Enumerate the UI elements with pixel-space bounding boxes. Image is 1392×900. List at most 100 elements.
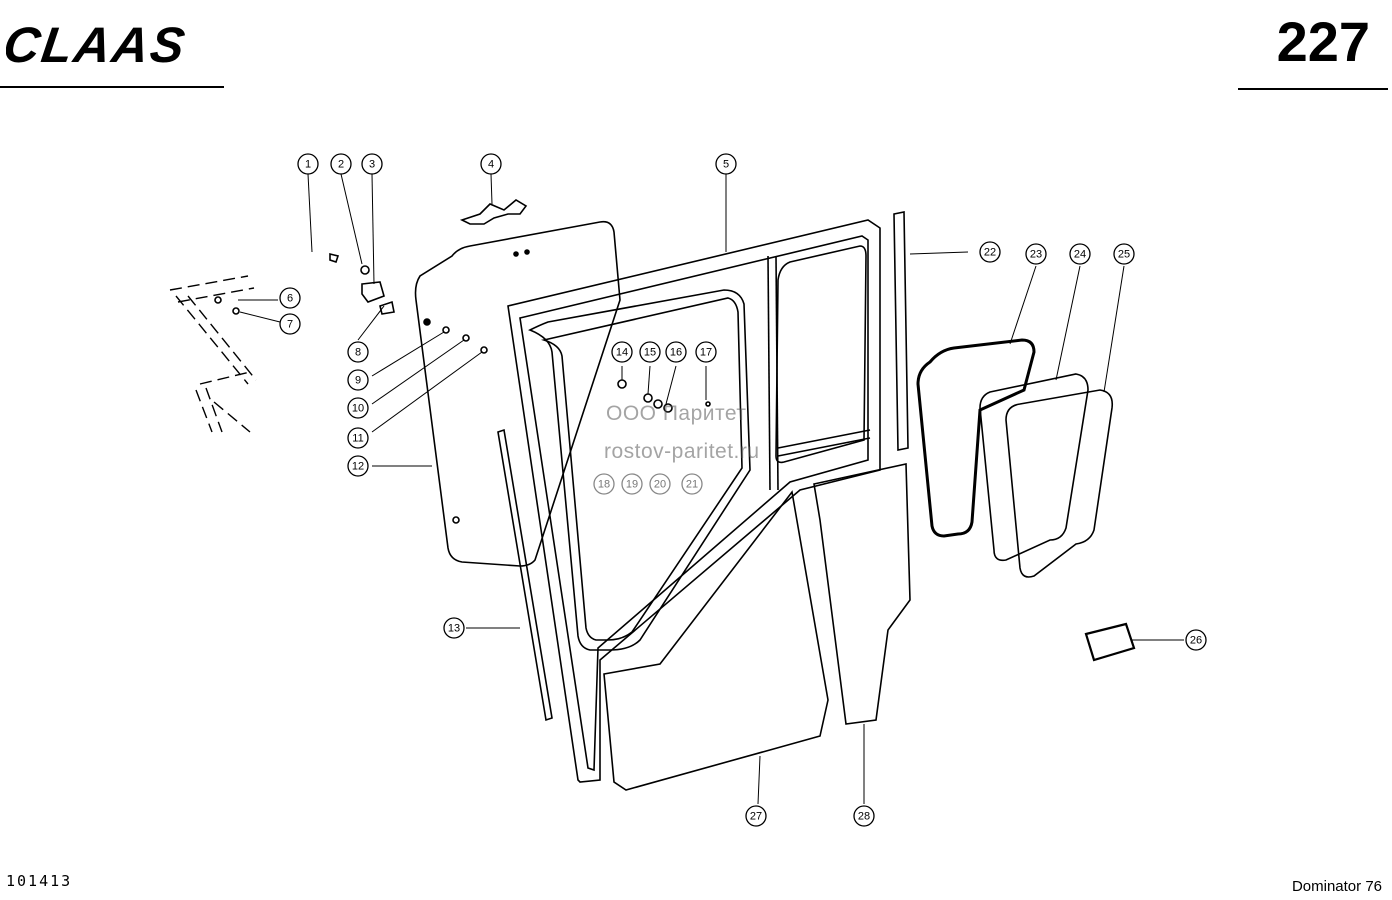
callout-6: 6 bbox=[279, 287, 301, 309]
callout-circle-5 bbox=[715, 153, 737, 175]
callout-circle-19 bbox=[621, 473, 643, 495]
callout-14: 14 bbox=[611, 341, 633, 363]
callout-label-7: 7 bbox=[287, 319, 293, 331]
callout-circle-27 bbox=[745, 805, 767, 827]
callout-16: 16 bbox=[665, 341, 687, 363]
callout-7: 7 bbox=[279, 313, 301, 335]
callout-8: 8 bbox=[347, 341, 369, 363]
callout-21: 21 bbox=[681, 473, 703, 495]
callout-label-16: 16 bbox=[670, 347, 682, 359]
document-number: 101413 bbox=[6, 872, 73, 890]
callout-11: 11 bbox=[347, 427, 369, 449]
callout-15: 15 bbox=[639, 341, 661, 363]
callout-label-2: 2 bbox=[338, 159, 344, 171]
part-27-foam bbox=[603, 490, 829, 791]
callout-26: 26 bbox=[1185, 629, 1207, 651]
watermark-line-1: ООО Паритет bbox=[606, 402, 747, 425]
callout-19: 19 bbox=[621, 473, 643, 495]
callout-22: 22 bbox=[979, 241, 1001, 263]
callout-12: 12 bbox=[347, 455, 369, 477]
callout-label-18: 18 bbox=[598, 479, 610, 491]
page-number: 227 bbox=[1276, 10, 1370, 73]
callout-20: 20 bbox=[649, 473, 671, 495]
header-rule-left bbox=[0, 86, 224, 88]
callout-circle-12 bbox=[347, 455, 369, 477]
callout-18: 18 bbox=[593, 473, 615, 495]
callout-circle-11 bbox=[347, 427, 369, 449]
callout-circle-7 bbox=[279, 313, 301, 335]
callout-circle-13 bbox=[443, 617, 465, 639]
callout-circle-16 bbox=[665, 341, 687, 363]
callout-label-27: 27 bbox=[750, 811, 762, 823]
callout-2: 2 bbox=[330, 153, 352, 175]
part-4-handle bbox=[459, 199, 528, 225]
callout-circle-2 bbox=[330, 153, 352, 175]
callout-5: 5 bbox=[715, 153, 737, 175]
callout-label-26: 26 bbox=[1190, 635, 1202, 647]
callout-circle-1 bbox=[297, 153, 319, 175]
callout-label-8: 8 bbox=[355, 347, 361, 359]
callout-label-20: 20 bbox=[654, 479, 666, 491]
callout-circle-14 bbox=[611, 341, 633, 363]
callout-label-11: 11 bbox=[352, 433, 363, 445]
callout-label-17: 17 bbox=[700, 347, 712, 359]
callout-label-25: 25 bbox=[1118, 249, 1130, 261]
callout-label-12: 12 bbox=[352, 461, 364, 473]
callout-circle-17 bbox=[695, 341, 717, 363]
machine-model: Dominator 76 bbox=[1291, 878, 1382, 895]
part-28-foam bbox=[813, 463, 911, 725]
callout-label-15: 15 bbox=[644, 347, 656, 359]
callout-label-4: 4 bbox=[488, 159, 494, 171]
callout-24: 24 bbox=[1069, 243, 1091, 265]
callout-3: 3 bbox=[361, 153, 383, 175]
callout-circle-26 bbox=[1185, 629, 1207, 651]
callout-27: 27 bbox=[745, 805, 767, 827]
callout-label-9: 9 bbox=[355, 375, 361, 387]
header-rule-right bbox=[1238, 88, 1388, 90]
callout-label-3: 3 bbox=[369, 159, 375, 171]
claas-logo: CLAAS bbox=[6, 17, 190, 72]
callout-1: 1 bbox=[297, 153, 319, 175]
callout-9: 9 bbox=[347, 369, 369, 391]
callout-circle-18 bbox=[593, 473, 615, 495]
callout-circle-20 bbox=[649, 473, 671, 495]
callout-circle-8 bbox=[347, 341, 369, 363]
callout-circle-6 bbox=[279, 287, 301, 309]
callout-circle-25 bbox=[1113, 243, 1135, 265]
callout-circle-24 bbox=[1069, 243, 1091, 265]
callout-label-5: 5 bbox=[723, 159, 729, 171]
watermark-line-2: rostov-paritet.ru bbox=[604, 440, 760, 463]
part-22-strip bbox=[893, 211, 909, 451]
part-23-seal bbox=[916, 338, 1036, 538]
callout-13: 13 bbox=[443, 617, 465, 639]
callout-label-28: 28 bbox=[858, 811, 870, 823]
claas-logo-text: CLAAS bbox=[6, 17, 190, 72]
callout-circle-22 bbox=[979, 241, 1001, 263]
callout-circle-10 bbox=[347, 397, 369, 419]
callout-label-23: 23 bbox=[1030, 249, 1042, 261]
callout-circle-28 bbox=[853, 805, 875, 827]
callout-23: 23 bbox=[1025, 243, 1047, 265]
callout-circle-9 bbox=[347, 369, 369, 391]
part-13-seal bbox=[497, 428, 553, 722]
callout-label-13: 13 bbox=[448, 623, 460, 635]
callout-label-1: 1 bbox=[305, 159, 311, 171]
callout-label-10: 10 bbox=[352, 403, 364, 415]
callout-28: 28 bbox=[853, 805, 875, 827]
callout-4: 4 bbox=[480, 153, 502, 175]
callout-circle-15 bbox=[639, 341, 661, 363]
part-12-door-panel bbox=[414, 220, 621, 567]
callout-10: 10 bbox=[347, 397, 369, 419]
callout-label-24: 24 bbox=[1074, 249, 1086, 261]
callout-circle-3 bbox=[361, 153, 383, 175]
callout-label-21: 21 bbox=[686, 479, 698, 491]
callout-label-22: 22 bbox=[984, 247, 996, 259]
callout-circle-21 bbox=[681, 473, 703, 495]
part-26-light bbox=[1084, 622, 1136, 662]
part-5-frame bbox=[507, 219, 881, 783]
callout-circle-4 bbox=[480, 153, 502, 175]
callout-25: 25 bbox=[1113, 243, 1135, 265]
part-25-glass bbox=[1005, 389, 1114, 578]
part-5-right-window bbox=[775, 245, 867, 464]
